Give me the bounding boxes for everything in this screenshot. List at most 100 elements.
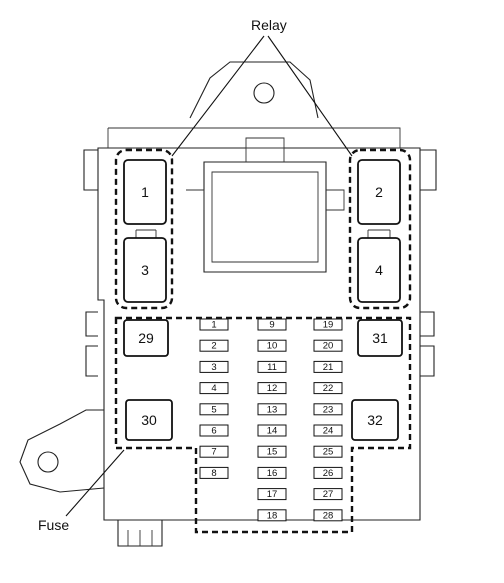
mini-fuse-21: 21	[313, 360, 343, 373]
mini-fuse-label: 15	[267, 447, 278, 458]
mini-fuse-3: 3	[199, 360, 229, 373]
fuse-30: 30	[125, 399, 173, 441]
fuse-callout-label: Fuse	[38, 517, 69, 533]
mini-fuse-6: 6	[199, 424, 229, 437]
mini-fuse-body	[199, 424, 229, 437]
mini-fuse-body	[313, 488, 343, 501]
mini-fuse-label: 4	[211, 383, 216, 394]
mini-fuse-label: 20	[323, 341, 334, 352]
mini-fuse-28: 28	[313, 509, 343, 522]
mini-fuse-body	[313, 339, 343, 352]
mini-fuse-body	[313, 509, 343, 522]
mini-fuse-18: 18	[257, 509, 287, 522]
mini-fuse-2: 2	[199, 339, 229, 352]
mini-fuse-label: 25	[323, 447, 334, 458]
relay-leader-line-right	[267, 35, 353, 157]
mini-fuse-body	[257, 466, 287, 479]
svg-text:2: 2	[375, 184, 383, 200]
svg-text:30: 30	[141, 412, 157, 428]
fuse-31: 31	[357, 319, 403, 357]
mini-fuse-label: 3	[211, 362, 216, 373]
mini-fuse-label: 8	[211, 468, 216, 479]
mini-fuse-27: 27	[313, 488, 343, 501]
mini-fuse-11: 11	[257, 360, 287, 373]
mini-fuse-15: 15	[257, 445, 287, 458]
fuse-32: 32	[351, 399, 399, 441]
mini-fuse-body	[199, 318, 229, 331]
mini-fuse-body	[313, 445, 343, 458]
mini-fuse-25: 25	[313, 445, 343, 458]
mini-fuse-body	[199, 360, 229, 373]
svg-text:29: 29	[138, 330, 154, 346]
mini-fuse-24: 24	[313, 424, 343, 437]
mini-fuse-22: 22	[313, 382, 343, 395]
mini-fuse-body	[257, 445, 287, 458]
mini-fuse-4: 4	[199, 382, 229, 395]
mini-fuse-body	[313, 318, 343, 331]
mini-fuse-body	[313, 360, 343, 373]
fuse-box-housing	[19, 61, 437, 547]
mini-fuse-body	[313, 424, 343, 437]
relay-4: 4	[357, 229, 401, 303]
mini-fuse-13: 13	[257, 403, 287, 416]
mini-fuse-label: 28	[323, 510, 334, 521]
mini-fuse-grid: 1234567891011121314151617181920212223242…	[199, 318, 343, 522]
mini-fuse-26: 26	[313, 466, 343, 479]
relay-callout-label: Relay	[251, 17, 287, 33]
mini-fuse-17: 17	[257, 488, 287, 501]
mini-fuse-19: 19	[313, 318, 343, 331]
mini-fuse-1: 1	[199, 318, 229, 331]
mini-fuse-label: 10	[267, 341, 278, 352]
mini-fuse-label: 17	[267, 489, 278, 500]
mini-fuse-label: 1	[211, 320, 216, 331]
mini-fuse-body	[257, 318, 287, 331]
mini-fuse-label: 22	[323, 383, 334, 394]
mini-fuse-label: 23	[323, 404, 334, 415]
mini-fuse-body	[257, 424, 287, 437]
mini-fuse-body	[199, 466, 229, 479]
mini-fuse-body	[199, 339, 229, 352]
mini-fuse-body	[313, 382, 343, 395]
svg-text:1: 1	[141, 184, 149, 200]
mini-fuse-body	[199, 403, 229, 416]
mini-fuse-10: 10	[257, 339, 287, 352]
mini-fuse-body	[257, 488, 287, 501]
mini-fuse-body	[199, 445, 229, 458]
fuse-29: 29	[123, 319, 169, 357]
mini-fuse-12: 12	[257, 382, 287, 395]
svg-text:32: 32	[367, 412, 383, 428]
fuse-leader-line	[65, 449, 125, 517]
mini-fuse-label: 24	[323, 426, 334, 437]
mini-fuse-label: 7	[211, 447, 216, 458]
mini-fuse-5: 5	[199, 403, 229, 416]
mini-fuse-body	[257, 403, 287, 416]
mini-fuse-label: 16	[267, 468, 278, 479]
relay-leader-line-left	[171, 35, 265, 157]
mini-fuse-16: 16	[257, 466, 287, 479]
mini-fuse-8: 8	[199, 466, 229, 479]
mini-fuse-label: 12	[267, 383, 278, 394]
mini-fuse-body	[257, 509, 287, 522]
relay-groups-dashed	[114, 148, 412, 310]
mini-fuse-9: 9	[257, 318, 287, 331]
relay-1: 1	[123, 159, 167, 225]
mini-fuse-14: 14	[257, 424, 287, 437]
svg-text:3: 3	[141, 262, 149, 278]
mini-fuse-23: 23	[313, 403, 343, 416]
mini-fuse-label: 19	[323, 320, 334, 331]
mini-fuse-body	[257, 360, 287, 373]
mini-fuse-body	[199, 382, 229, 395]
mini-fuse-label: 18	[267, 510, 278, 521]
mini-fuse-20: 20	[313, 339, 343, 352]
mini-fuse-body	[257, 382, 287, 395]
mini-fuse-label: 26	[323, 468, 334, 479]
mini-fuse-7: 7	[199, 445, 229, 458]
mini-fuse-body	[313, 403, 343, 416]
mini-fuse-label: 13	[267, 404, 278, 415]
mini-fuse-label: 21	[323, 362, 334, 373]
relay-3: 3	[123, 229, 167, 303]
mini-fuse-body	[313, 466, 343, 479]
fuse-group-dashed	[114, 316, 412, 534]
mini-fuse-body	[257, 339, 287, 352]
mini-fuse-label: 5	[211, 404, 216, 415]
